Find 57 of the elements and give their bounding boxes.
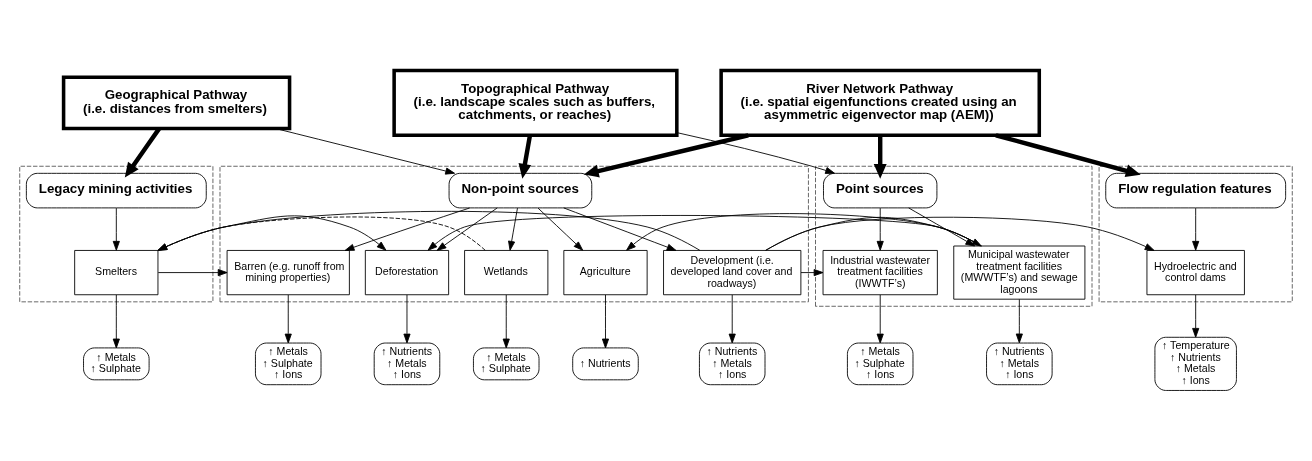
arrow bbox=[344, 207, 471, 251]
arrow bbox=[601, 294, 610, 349]
node-box: Deforestation bbox=[364, 250, 450, 296]
arrow bbox=[284, 294, 292, 344]
arrow bbox=[908, 207, 976, 247]
arrow bbox=[275, 128, 456, 175]
node-box: Geographical Pathway (i.e. distances from smelters) bbox=[61, 75, 292, 131]
arrow bbox=[1192, 207, 1200, 251]
cluster bbox=[19, 165, 214, 303]
node-box: Hydroelectric and control dams bbox=[1146, 250, 1245, 296]
arrow bbox=[1192, 294, 1200, 338]
arrow bbox=[876, 207, 884, 251]
arrow bbox=[995, 133, 1141, 178]
arrow bbox=[800, 269, 824, 277]
arrow bbox=[157, 269, 228, 277]
node-box: ↑ Nutrients ↑ Metals ↑ Ions bbox=[698, 342, 766, 386]
node-box: River Network Pathway (i.e. spatial eigenfunctions created using an asymmetric eigenvector map (AEM)) bbox=[719, 68, 1042, 137]
arrow bbox=[502, 294, 510, 349]
arrow bbox=[563, 207, 677, 251]
node-box: Legacy mining activities bbox=[25, 172, 207, 209]
arrow bbox=[583, 133, 749, 178]
node-box: Barren (e.g. runoff from mining properties) bbox=[226, 250, 350, 296]
node-box: Non-point sources bbox=[448, 172, 593, 209]
arrow bbox=[157, 216, 486, 251]
node-box: Development (i.e. developed land cover and roadways) bbox=[663, 250, 802, 296]
arrow bbox=[508, 207, 518, 251]
node-box: ↑ Metals ↑ Sulphate bbox=[473, 347, 540, 381]
arrow bbox=[124, 127, 161, 178]
arrow bbox=[765, 216, 1155, 251]
arrow bbox=[1015, 298, 1023, 344]
node-box: ↑ Metals ↑ Sulphate ↑ Ions bbox=[846, 342, 914, 386]
arrow bbox=[518, 134, 533, 179]
node-box: ↑ Metals ↑ Sulphate bbox=[83, 347, 150, 381]
node-box: Agriculture bbox=[563, 250, 648, 296]
node-box: Industrial wastewater treatment facilities (IWWTF’s) bbox=[822, 250, 938, 296]
arrow bbox=[436, 207, 498, 251]
arrow bbox=[728, 294, 736, 344]
node-box: Flow regulation features bbox=[1105, 172, 1287, 209]
node-box: Wetlands bbox=[464, 250, 549, 296]
node-box: Point sources bbox=[823, 172, 938, 209]
arrow bbox=[676, 132, 835, 174]
arrow bbox=[157, 210, 701, 251]
arrow bbox=[112, 294, 120, 349]
node-box: Topographical Pathway (i.e. landscape scales such as buffers, catchments, or reaches) bbox=[392, 68, 679, 137]
node-box: ↑ Temperature ↑ Nutrients ↑ Metals ↑ Ions bbox=[1154, 336, 1237, 391]
arrow bbox=[112, 207, 120, 251]
arrow bbox=[157, 215, 387, 251]
arrow bbox=[873, 135, 887, 179]
node-box: ↑ Nutrients ↑ Metals ↑ Ions bbox=[986, 342, 1053, 386]
node-box: Smelters bbox=[74, 250, 159, 296]
node-box: Municipal wastewater treatment facilities (MWWTF’s) and sewage lagoons bbox=[953, 245, 1086, 300]
node-box: ↑ Metals ↑ Sulphate ↑ Ions bbox=[255, 342, 322, 386]
arrow bbox=[876, 294, 884, 344]
node-box: ↑ Nutrients ↑ Metals ↑ Ions bbox=[373, 342, 441, 386]
arrow bbox=[403, 294, 411, 344]
arrow bbox=[537, 207, 584, 251]
node-box: ↑ Nutrients bbox=[572, 347, 639, 381]
